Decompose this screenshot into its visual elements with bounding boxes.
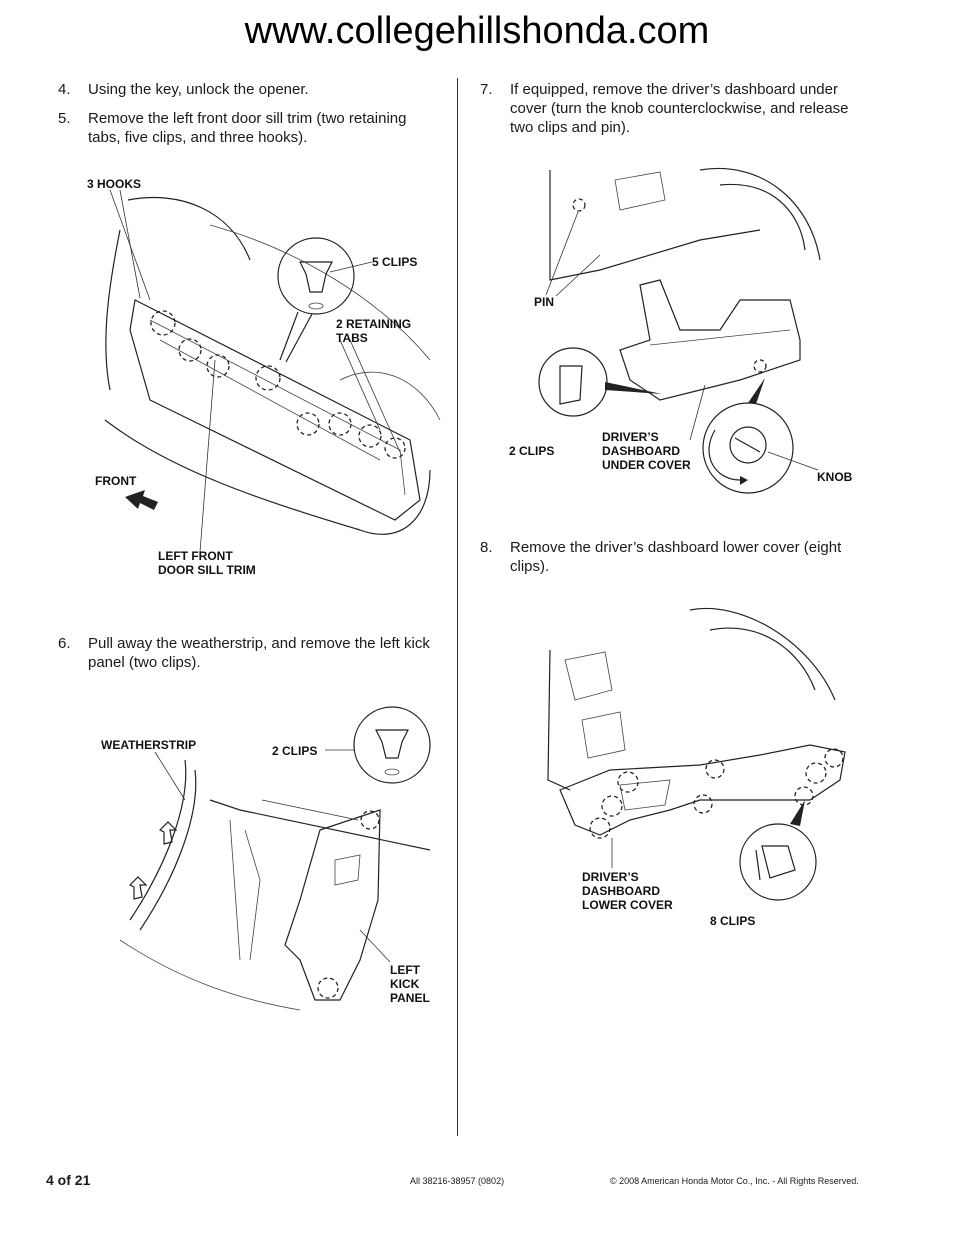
label-left-kick-panel: LEFT KICK PANEL: [390, 963, 430, 1005]
label-line: LEFT: [390, 963, 420, 977]
label-line: LOWER COVER: [582, 898, 673, 912]
label-line: TABS: [336, 331, 368, 345]
step-6: 6. Pull away the weatherstrip, and remov…: [58, 634, 438, 674]
step-text: If equipped, remove the driver’s dashboa…: [510, 81, 849, 136]
step-5: 5. Remove the left front door sill trim …: [58, 109, 438, 149]
label-front: FRONT: [95, 474, 137, 488]
page-number: 4 of 21: [46, 1172, 91, 1188]
step-number: 6.: [58, 635, 71, 652]
step-text: Using the key, unlock the opener.: [88, 81, 309, 98]
step-text: Remove the driver’s dashboard lower cove…: [510, 539, 842, 575]
site-title: www.collegehillshonda.com: [244, 10, 710, 52]
label-retaining-tabs: 2 RETAINING TABS: [336, 317, 411, 345]
label-weatherstrip: WEATHERSTRIP: [101, 738, 197, 752]
step-number: 4.: [58, 81, 71, 98]
label-line: DOOR SILL TRIM: [158, 563, 256, 577]
label-2-clips: 2 CLIPS: [509, 444, 555, 458]
step-number: 5.: [58, 110, 71, 127]
part-number: All 38216-38957 (0802): [410, 1176, 505, 1186]
step-text: Remove the left front door sill trim (tw…: [88, 110, 407, 146]
label-line: DRIVER’S: [582, 870, 639, 884]
label-line: LEFT FRONT: [158, 549, 233, 563]
label-2-clips: 2 CLIPS: [272, 744, 318, 758]
step-7: 7. If equipped, remove the driver’s dash…: [480, 80, 870, 140]
label-left-front-door-sill-trim: LEFT FRONT DOOR SILL TRIM: [158, 549, 256, 577]
label-line: 2 RETAINING: [336, 317, 412, 331]
step-text: Pull away the weatherstrip, and remove t…: [88, 635, 430, 671]
label-3-hooks: 3 HOOKS: [87, 177, 142, 191]
label-8-clips: 8 CLIPS: [710, 914, 756, 928]
label-line: KICK: [390, 977, 420, 991]
step-4: 4. Using the key, unlock the opener.: [58, 80, 438, 100]
label-pin: PIN: [534, 295, 555, 309]
label-5-clips: 5 CLIPS: [372, 255, 418, 269]
label-line: UNDER COVER: [602, 458, 691, 472]
label-line: DASHBOARD: [582, 884, 660, 898]
step-8: 8. Remove the driver’s dashboard lower c…: [480, 538, 870, 578]
copyright: © 2008 American Honda Motor Co., Inc. - …: [610, 1176, 859, 1186]
label-line: DASHBOARD: [602, 444, 680, 458]
step-number: 7.: [480, 81, 493, 98]
label-knob: KNOB: [817, 470, 853, 484]
step-number: 8.: [480, 539, 493, 556]
label-driver-dashboard-lower-cover: DRIVER’S DASHBOARD LOWER COVER: [582, 870, 673, 912]
label-line: PANEL: [390, 991, 430, 1005]
column-divider: [457, 78, 458, 1136]
label-line: DRIVER’S: [602, 430, 659, 444]
label-driver-dashboard-under-cover: DRIVER’S DASHBOARD UNDER COVER: [602, 430, 691, 472]
